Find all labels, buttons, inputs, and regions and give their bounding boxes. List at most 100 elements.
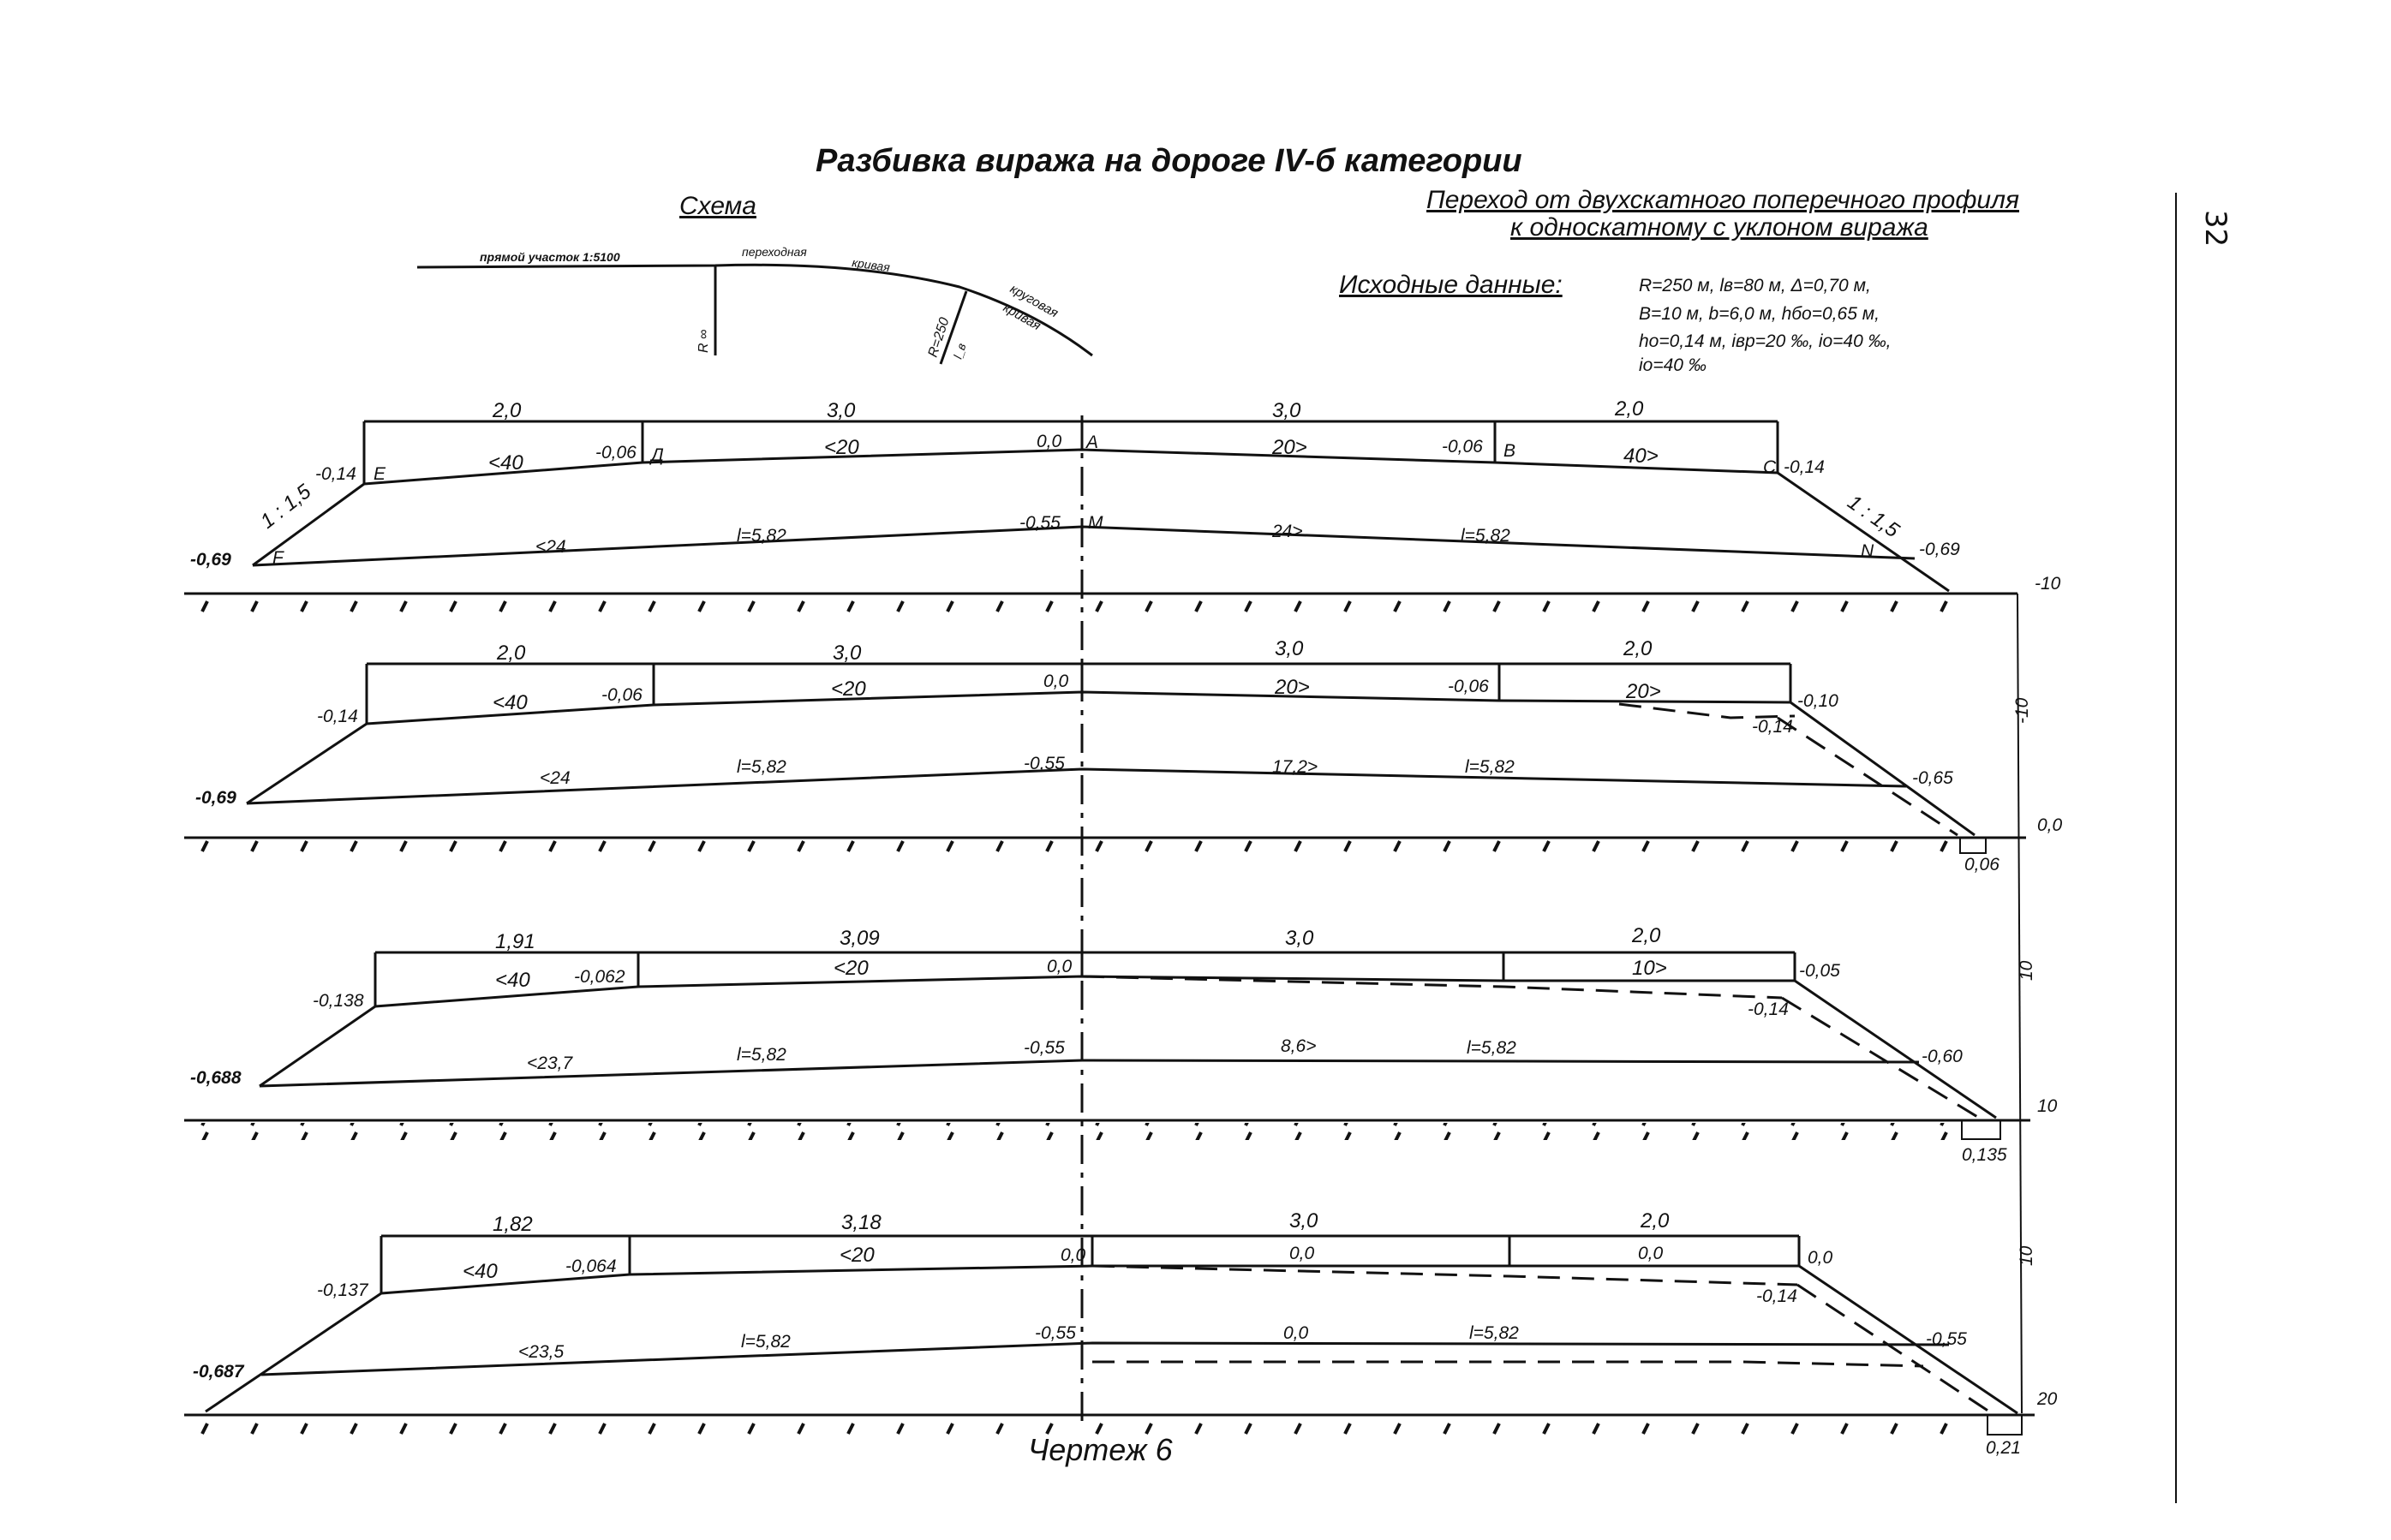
point-B: B [1503, 441, 1515, 461]
level-label: 20 [2036, 1389, 2058, 1409]
slope-bottom-left: <23,5 [518, 1342, 564, 1362]
width-4: 2,0 [1631, 924, 1661, 947]
initial-slope-dashed [1777, 716, 1958, 837]
length-right: l=5,82 [1465, 757, 1515, 777]
width-4: 2,0 [1614, 397, 1644, 421]
left-break-mark: -0,06 [595, 443, 637, 463]
length-left: l=5,82 [737, 526, 786, 546]
shift-value: 0,06 [1964, 855, 1999, 874]
straight-section-label: прямой участок 1:5100 [480, 250, 620, 264]
subgrade-line [246, 767, 1907, 805]
right-top-mark: 0,0 [1638, 1244, 1664, 1263]
right-dashed-mark: -0,14 [1756, 1286, 1797, 1306]
right-slope [1794, 979, 1997, 1119]
center-mark: 0,0 [1061, 1245, 1086, 1265]
point-N: N [1861, 541, 1874, 561]
subgrade-line [260, 1341, 1950, 1376]
scale-upper-label: -10 [2012, 697, 2032, 724]
width-3: 3,0 [1272, 399, 1301, 422]
width-2: 3,0 [833, 642, 862, 665]
right-edge-mark: -0,14 [1784, 457, 1825, 477]
shift-value: 0,135 [1962, 1145, 2007, 1165]
level-label: 0,0 [2037, 815, 2063, 835]
left-edge-mark: -0,14 [315, 464, 356, 484]
ground-hatch [184, 1418, 1958, 1435]
initial-slope-dashed [1781, 996, 1980, 1119]
slope-center-left: <20 [831, 677, 866, 701]
bottom-left-mark: -0,687 [193, 1362, 245, 1382]
profile-4: 1,82 3,18 3,0 2,0 -0,137 -0,064 0,0 0,0 … [184, 1209, 2058, 1458]
width-3: 3,0 [1289, 1209, 1318, 1233]
slope-bottom-right: 8,6> [1281, 1036, 1316, 1056]
slope-bottom-right: 17,2> [1272, 757, 1318, 777]
right-slope [1777, 471, 1950, 593]
transition-heading-line1: Переход от двухскатного поперечного проф… [1426, 186, 2019, 214]
left-slope [259, 1005, 376, 1088]
length-right: l=5,82 [1461, 526, 1510, 546]
slope-center-right: 20> [1271, 436, 1307, 459]
initial-surface-dashed [1091, 1264, 1798, 1286]
right-break-mark: -0,06 [1448, 677, 1489, 696]
point-D: Д [649, 445, 664, 465]
road-centerline [416, 263, 1093, 357]
scale-top-label: -10 [2035, 574, 2061, 594]
profile-3: 1,91 3,09 3,0 2,0 -0,138 -0,062 0,0 -0,0… [184, 924, 2058, 1165]
subgrade-line [259, 1059, 1920, 1088]
transition-length-label: l_в [951, 342, 969, 361]
width-2: 3,09 [840, 927, 880, 950]
right-dashed-mark: -0,14 [1748, 1000, 1789, 1019]
length-right: l=5,82 [1467, 1038, 1516, 1058]
width-1: 2,0 [492, 399, 522, 422]
right-center-mark: 0,0 [1289, 1244, 1315, 1263]
length-left: l=5,82 [741, 1332, 791, 1352]
width-2: 3,18 [841, 1211, 882, 1234]
initial-surface-dashed [1081, 975, 1783, 1000]
point-C: C [1763, 457, 1777, 477]
bottom-center-mark: -0,55 [1019, 513, 1061, 533]
initial-edge-dashed [1618, 702, 1796, 719]
bottom-right-mark: -0,69 [1919, 540, 1960, 559]
pavement-surface [363, 448, 1778, 486]
left-slope [205, 1292, 382, 1413]
slope-right-top: 10> [1632, 957, 1667, 980]
bottom-center-mark: -0,55 [1035, 1323, 1076, 1343]
slope-center-left: <20 [834, 957, 869, 980]
width-4: 2,0 [1623, 637, 1653, 660]
point-F: F [272, 548, 284, 568]
center-mark: 0,0 [1043, 672, 1069, 691]
bottom-left-mark: -0,688 [190, 1068, 242, 1088]
right-break-mark: -0,06 [1442, 437, 1483, 457]
shift-box [1959, 838, 1987, 854]
page-number: 32 [2198, 210, 2233, 247]
width-4: 2,0 [1640, 1209, 1670, 1233]
length-left: l=5,82 [737, 757, 786, 777]
initial-data-line1: R=250 м, lв=80 м, Δ=0,70 м, [1639, 276, 1871, 295]
left-slope [252, 482, 365, 567]
scheme-heading: Схема [679, 192, 756, 220]
slope-bottom-right: 24> [1271, 522, 1303, 541]
bottom-center-mark: -0,55 [1024, 754, 1065, 773]
ground-hatch [184, 1123, 1958, 1140]
center-mark: 0,0 [1047, 957, 1073, 976]
page-title: Разбивка виража на дороге IV-б категории [816, 143, 1522, 179]
embankment-right: 1 : 1,5 [1844, 491, 1904, 543]
scale-bar [2017, 593, 2023, 1414]
profile-2: 2,0 3,0 3,0 2,0 -0,14 -0,06 0,0 -0,06 -0… [184, 637, 2063, 874]
bottom-mid-mark: 0,0 [1283, 1323, 1309, 1343]
slope-bottom-left: <24 [540, 768, 571, 788]
right-slope [1798, 1264, 2018, 1415]
initial-data-line4: iо=40 ‰ [1639, 355, 1707, 375]
left-slope [246, 722, 368, 805]
initial-data-line2: B=10 м, b=6,0 м, hбо=0,65 м, [1639, 304, 1880, 324]
shift-box [1961, 1120, 2001, 1140]
slope-bottom-left: <24 [535, 537, 566, 557]
initial-slope-dashed [1796, 1283, 1993, 1415]
center-mark: 0,0 [1037, 432, 1062, 451]
radius-250-label: R=250 [926, 316, 953, 360]
slope-bottom-left: <23,7 [527, 1054, 573, 1073]
bottom-center-mark: -0,55 [1024, 1038, 1065, 1058]
radius-infinity-label: R ∞ [696, 330, 711, 353]
scale-vertical-label: 10 [2017, 1245, 2036, 1266]
